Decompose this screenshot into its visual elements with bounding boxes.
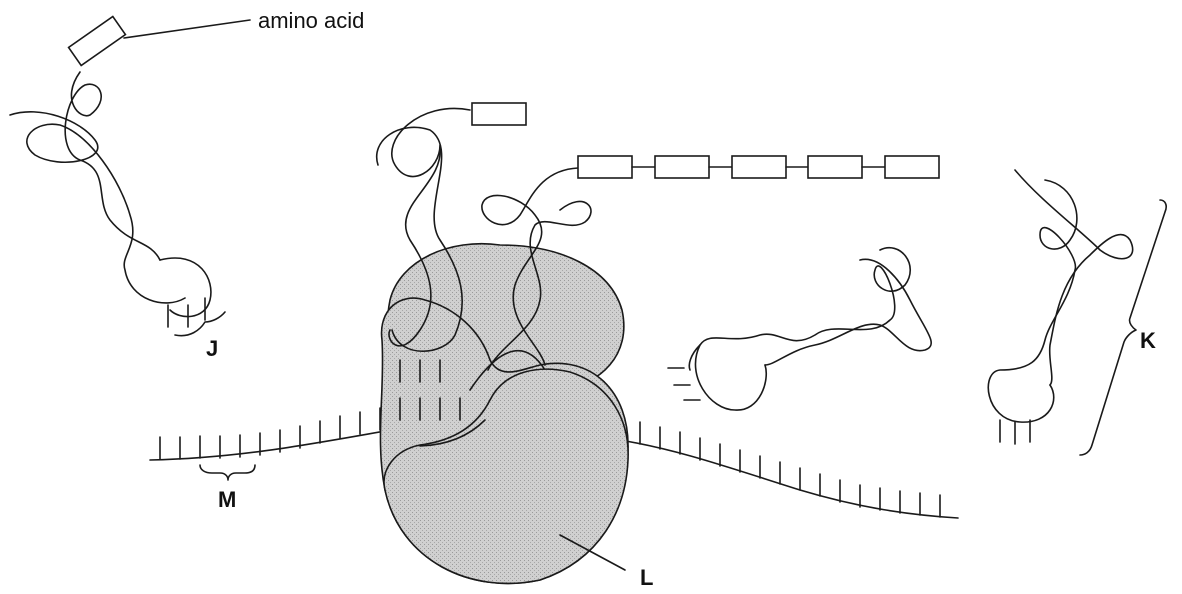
label-m: M: [218, 487, 236, 512]
label-k: K: [1140, 328, 1156, 353]
amino-acid-box: [69, 17, 126, 66]
bracket-m: [200, 465, 255, 480]
label-amino-acid: amino acid: [258, 8, 364, 33]
label-j: J: [206, 336, 218, 361]
label-l: L: [640, 565, 653, 590]
polypeptide-chain: [578, 156, 939, 178]
trna-k: [988, 170, 1166, 455]
amino-acid-box: [472, 103, 526, 125]
trna-j: [10, 17, 225, 336]
trna-free: [668, 248, 931, 410]
amino-acid-pointer: [124, 20, 250, 38]
